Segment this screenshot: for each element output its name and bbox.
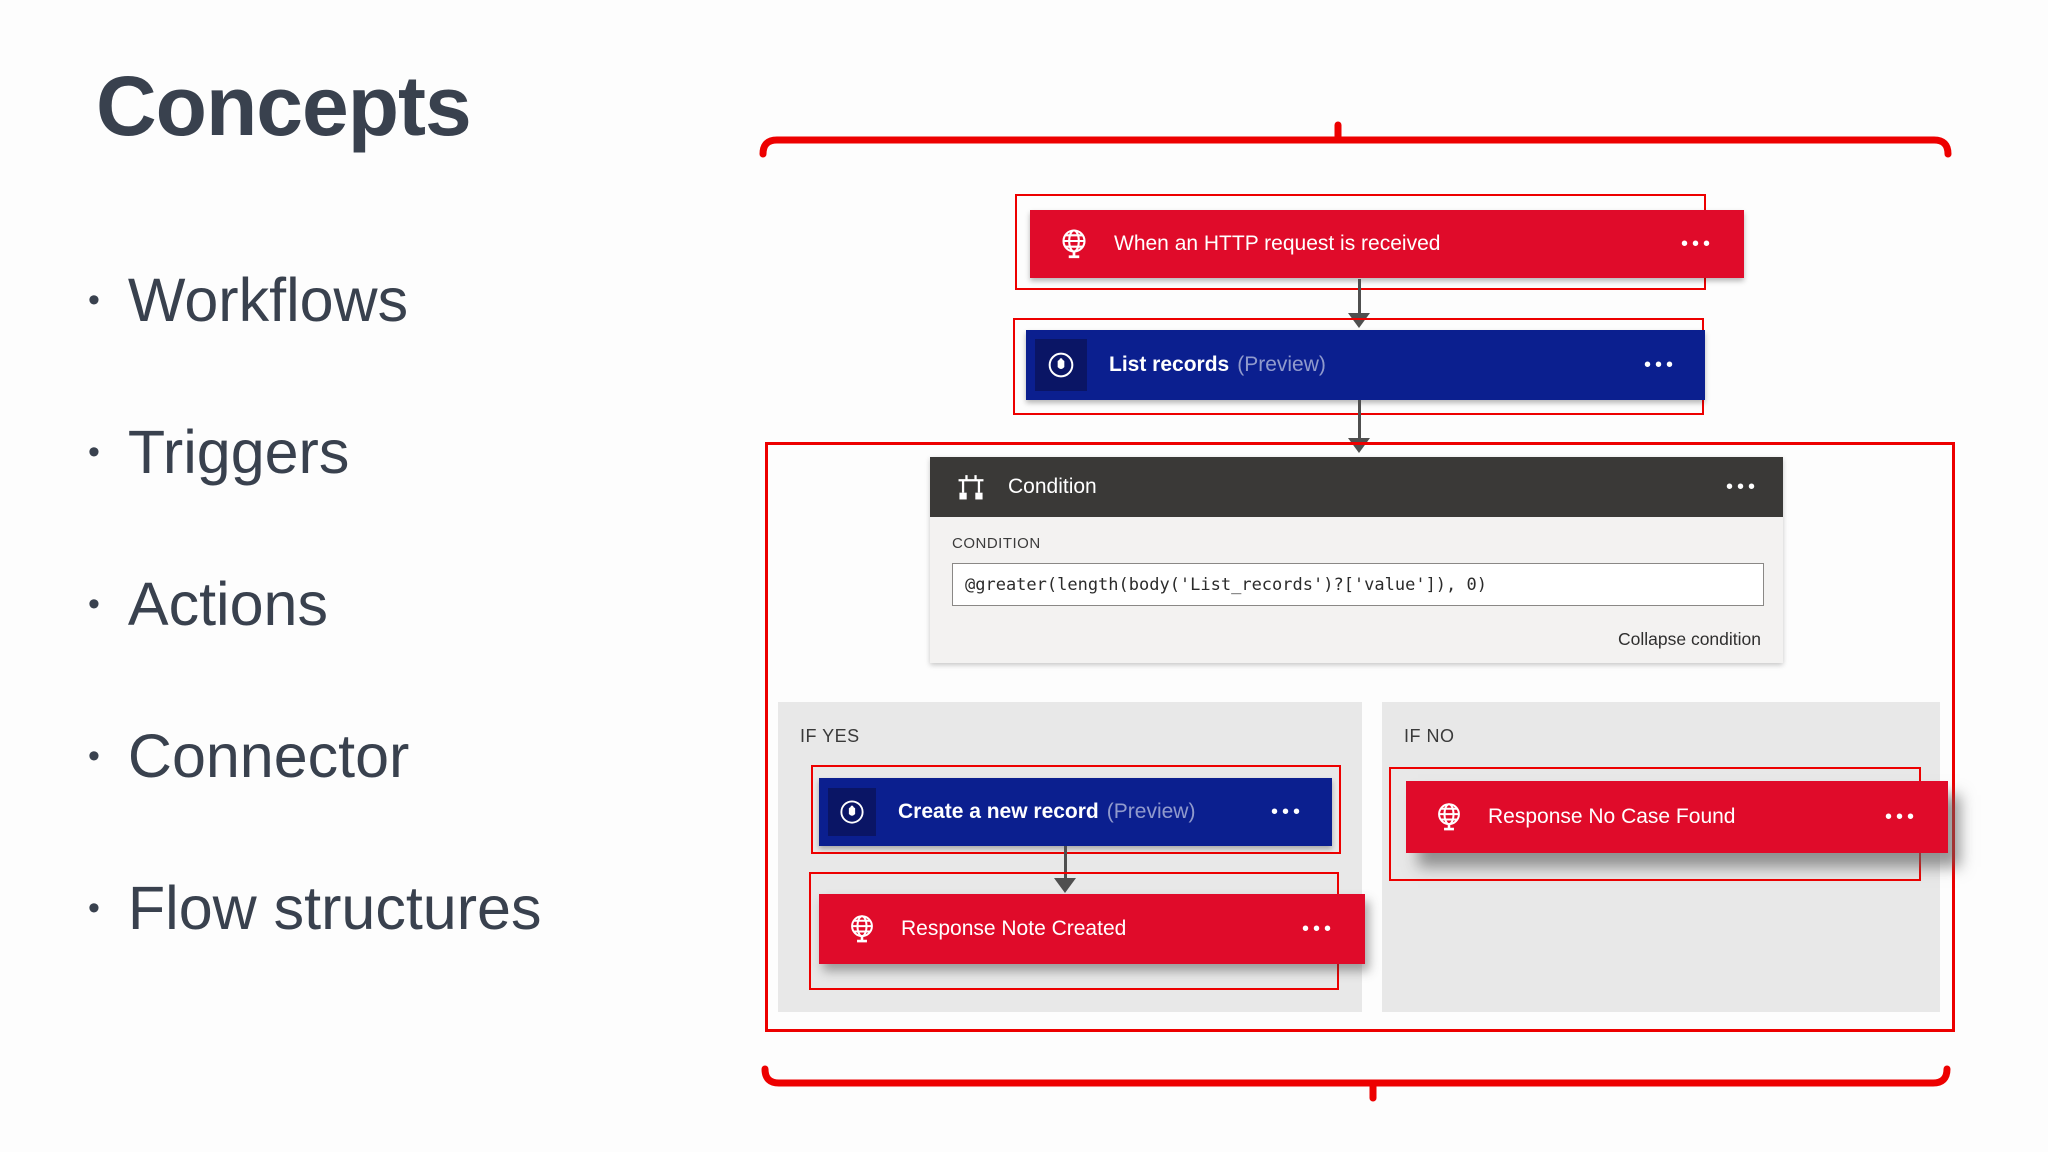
bullet-icon: • — [88, 433, 100, 471]
if-yes-label: IF YES — [800, 726, 860, 746]
create-record-card[interactable]: Create a new record (Preview) ••• — [819, 778, 1332, 846]
connector-arrow-head — [1054, 878, 1076, 893]
connector-arrow-line — [1358, 400, 1361, 440]
bullet-list: •Workflows •Triggers •Actions •Connector… — [88, 262, 541, 1022]
preview-tag: (Preview) — [1237, 353, 1326, 376]
ellipsis-menu[interactable]: ••• — [1643, 353, 1677, 376]
bottom-red-bracket — [761, 1065, 1951, 1102]
connector-arrow-head — [1348, 438, 1370, 453]
globe-icon — [1438, 803, 1460, 831]
condition-branch-icon — [958, 475, 984, 500]
connector-arrow-line — [1064, 846, 1067, 880]
action-label: Response Note Created — [901, 917, 1127, 940]
create-record-annotation-outline — [811, 765, 1341, 854]
dataverse-icon — [1035, 339, 1087, 391]
condition-body: CONDITION @greater(length(body('List_rec… — [930, 517, 1783, 663]
ellipsis-menu[interactable]: ••• — [1301, 917, 1335, 940]
condition-section-label: CONDITION — [952, 535, 1041, 552]
condition-title: Condition — [1008, 475, 1097, 498]
ellipsis-menu[interactable]: ••• — [1884, 805, 1918, 828]
action-label: Create a new record — [898, 800, 1099, 823]
action-label: Response No Case Found — [1488, 805, 1736, 828]
response-note-card[interactable]: Response Note Created ••• — [819, 894, 1365, 964]
trigger-label: When an HTTP request is received — [1114, 232, 1441, 255]
ellipsis-menu[interactable]: ••• — [1270, 800, 1304, 823]
preview-tag: (Preview) — [1106, 800, 1196, 823]
connector-arrow-line — [1358, 279, 1361, 315]
condition-header[interactable]: Condition ••• — [930, 457, 1783, 517]
list-item: •Triggers — [88, 414, 541, 490]
response-nocase-card[interactable]: Response No Case Found ••• — [1406, 781, 1948, 853]
ellipsis-menu[interactable]: ••• — [1725, 475, 1759, 498]
condition-group-annotation-outline — [765, 442, 1955, 1032]
bullet-icon: • — [88, 585, 100, 623]
page-title: Concepts — [96, 59, 472, 153]
collapse-condition-link[interactable]: Collapse condition — [1617, 629, 1761, 649]
top-red-bracket — [759, 121, 1952, 158]
list-item: •Actions — [88, 566, 541, 642]
http-trigger-card[interactable]: When an HTTP request is received ••• — [1030, 210, 1744, 278]
ellipsis-menu[interactable]: ••• — [1680, 232, 1714, 255]
if-no-panel — [1382, 702, 1940, 1012]
list-item: •Flow structures — [88, 870, 541, 946]
bullet-icon: • — [88, 281, 100, 319]
action-label: List records — [1109, 353, 1230, 376]
connector-arrow-head — [1348, 313, 1370, 328]
list-records-card[interactable]: List records (Preview) ••• — [1026, 330, 1705, 400]
globe-icon — [1062, 229, 1086, 259]
list-item: •Connector — [88, 718, 541, 794]
globe-icon — [851, 915, 873, 943]
dataverse-icon — [828, 788, 876, 836]
bullet-icon: • — [88, 889, 100, 927]
if-no-label: IF NO — [1404, 726, 1455, 746]
condition-expression-input[interactable]: @greater(length(body('List_records')?['v… — [952, 563, 1764, 606]
condition-card: Condition ••• CONDITION @greater(length(… — [930, 457, 1783, 663]
bullet-icon: • — [88, 737, 100, 775]
list-item: •Workflows — [88, 262, 541, 338]
